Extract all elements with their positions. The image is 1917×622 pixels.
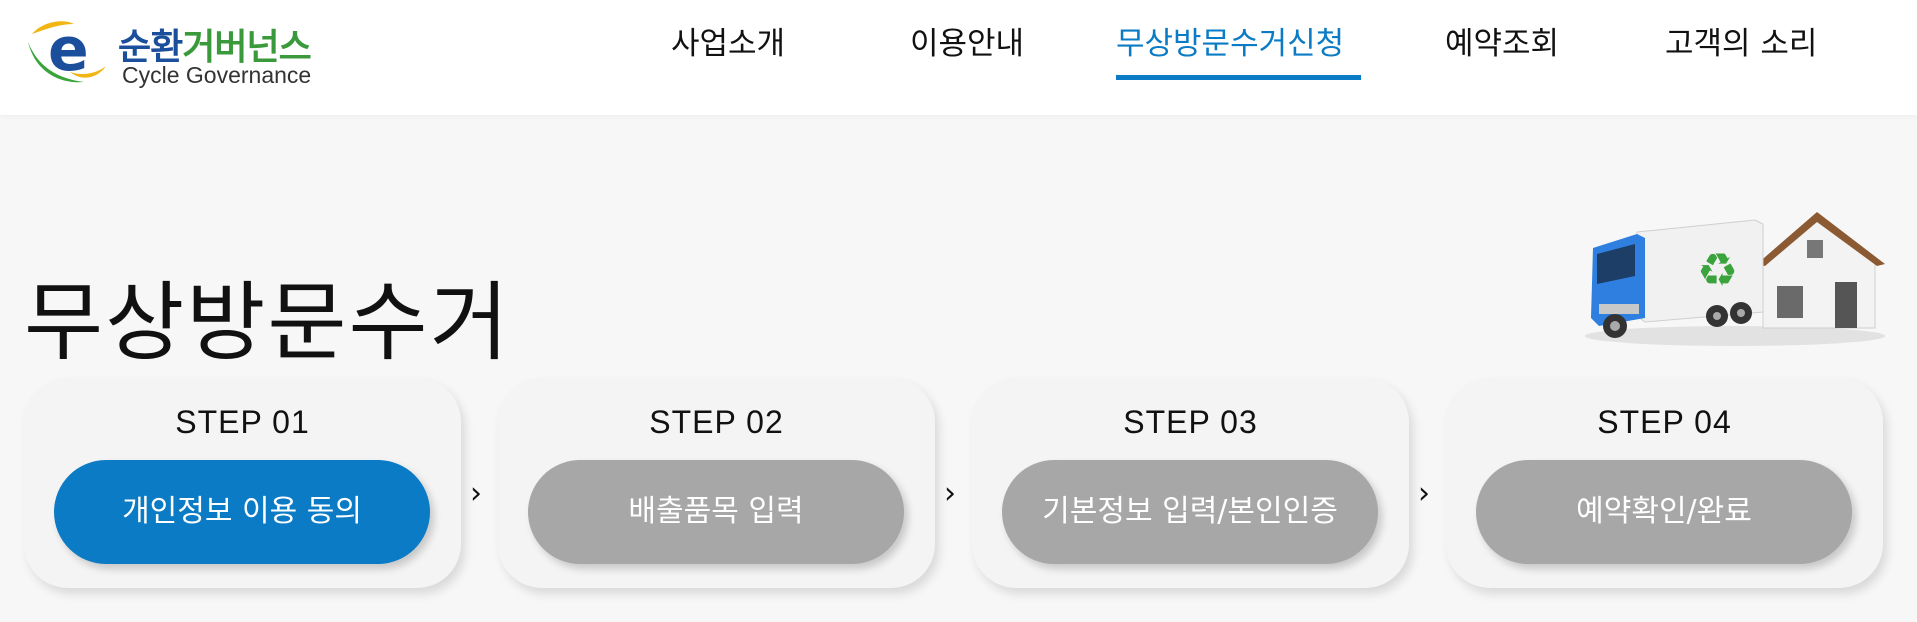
page-title: 무상방문수거 — [24, 272, 511, 373]
step-label: STEP 01 — [175, 404, 310, 440]
nav-item-business-intro[interactable]: 사업소개 — [671, 26, 786, 62]
nav-active-underline — [1116, 75, 1361, 80]
svg-text:♻: ♻ — [1697, 243, 1738, 297]
step-button-privacy-consent[interactable]: 개인정보 이용 동의 — [54, 460, 430, 564]
chevron-right-icon: › — [1418, 476, 1430, 511]
step-card-1: STEP 01 개인정보 이용 동의 — [24, 378, 461, 588]
step-button-item-input[interactable]: 배출품목 입력 — [528, 460, 904, 564]
step-button-confirm-complete[interactable]: 예약확인/완료 — [1476, 460, 1852, 564]
step-label: STEP 02 — [649, 404, 784, 440]
recycling-truck-house-illustration: ♻ — [1585, 212, 1885, 346]
step-card-2: STEP 02 배출품목 입력 — [498, 378, 935, 588]
nav-item-usage-guide[interactable]: 이용안내 — [910, 26, 1025, 62]
e-leaf-logo-icon: e — [28, 15, 106, 85]
nav-item-free-pickup-request[interactable]: 무상방문수거신청 — [1116, 26, 1345, 62]
logo-subtitle: Cycle Governance — [122, 62, 312, 88]
chevron-right-icon: › — [470, 476, 482, 511]
chevron-right-icon: › — [944, 476, 956, 511]
site-header: e 순환거버넌스 Cycle Governance 사업소개 이용안내 무상방문… — [0, 0, 1917, 115]
step-label: STEP 04 — [1597, 404, 1732, 440]
nav-item-customer-voice[interactable]: 고객의 소리 — [1665, 26, 1818, 62]
nav-item-reservation-lookup[interactable]: 예약조회 — [1445, 26, 1560, 62]
logo-title-part2: 거버넌스 — [182, 27, 311, 68]
logo-title: 순환거버넌스 — [118, 18, 312, 70]
step-card-4: STEP 04 예약확인/완료 — [1446, 378, 1883, 588]
step-card-3: STEP 03 기본정보 입력/본인인증 — [972, 378, 1409, 588]
site-logo[interactable]: e 순환거버넌스 Cycle Governance — [22, 12, 342, 92]
step-label: STEP 03 — [1123, 404, 1258, 440]
logo-title-part1: 순환 — [118, 27, 183, 68]
svg-text:e: e — [48, 15, 89, 85]
step-button-basic-info-verification[interactable]: 기본정보 입력/본인인증 — [1002, 460, 1378, 564]
